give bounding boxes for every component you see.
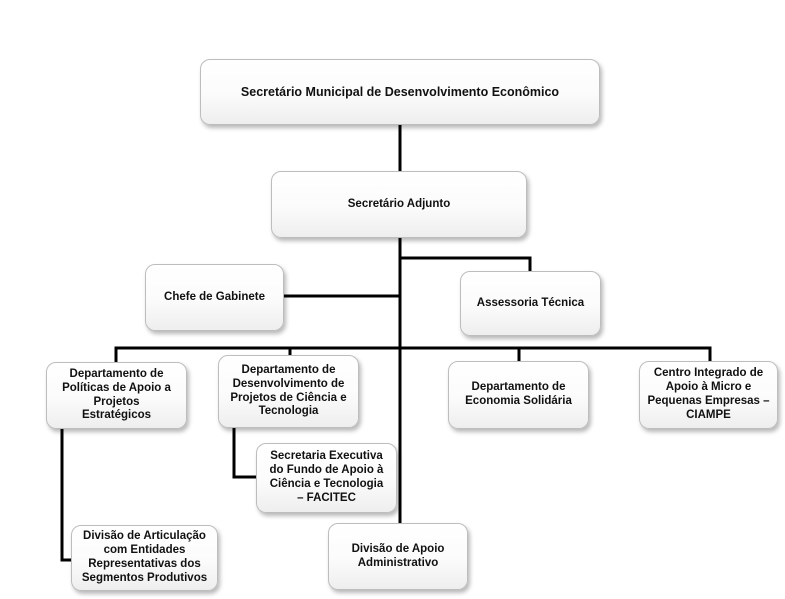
- label-div-apoio-administrativo: Divisão de Apoio Administrativo: [351, 542, 445, 569]
- box-facitec: Secretaria Executiva do Fundo de Apoio à…: [256, 443, 397, 513]
- box-dep-ciencia: Departamento de Desenvolvimento de Proje…: [218, 355, 359, 428]
- box-secretario-adjunto: Secretário Adjunto: [271, 171, 527, 238]
- box-secretario-municipal: Secretário Municipal de Desenvolvimento …: [200, 59, 600, 125]
- box-div-apoio-administrativo: Divisão de Apoio Administrativo: [328, 523, 468, 590]
- label-dep-economia: Departamento de Economia Solidária: [465, 381, 572, 407]
- box-dep-economia: Departamento de Economia Solidária: [448, 361, 589, 429]
- box-div-articulacao: Divisão de Articulação com Entidades Rep…: [71, 525, 218, 591]
- box-ciampe: Centro Integrado de Apoio à Micro e Pequ…: [639, 361, 778, 429]
- label-secretario-adjunto: Secretário Adjunto: [347, 197, 451, 210]
- label-assessoria-tecnica: Assessoria Técnica: [476, 296, 585, 309]
- label-div-articulacao: Divisão de Articulação com Entidades Rep…: [81, 530, 208, 584]
- label-dep-ciencia: Departamento de Desenvolvimento de Proje…: [230, 363, 347, 418]
- label-dep-politicas: Departamento de Políticas de Apoio a Pro…: [62, 367, 171, 422]
- label-facitec: Secretaria Executiva do Fundo de Apoio à…: [269, 450, 384, 504]
- box-dep-politicas: Departamento de Políticas de Apoio a Pro…: [46, 362, 187, 429]
- box-chefe-gabinete: Chefe de Gabinete: [145, 264, 284, 331]
- label-secretario-municipal: Secretário Municipal de Desenvolvimento …: [240, 84, 560, 99]
- label-chefe-gabinete: Chefe de Gabinete: [164, 290, 265, 303]
- label-ciampe: Centro Integrado de Apoio à Micro e Pequ…: [647, 367, 770, 421]
- box-assessoria-tecnica: Assessoria Técnica: [460, 271, 601, 336]
